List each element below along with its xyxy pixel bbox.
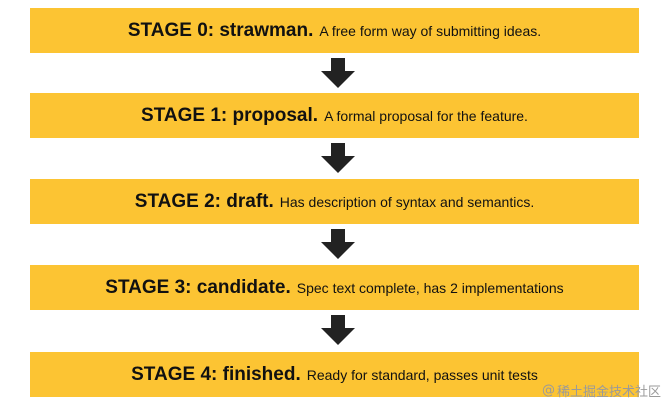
stage-3-description: Spec text complete, has 2 implementation… <box>296 279 564 296</box>
down-arrow-icon <box>321 143 355 173</box>
stage-3-label: STAGE 3: candidate. <box>105 276 291 298</box>
stage-4-description: Ready for standard, passes unit tests <box>306 366 538 383</box>
down-arrow-icon <box>321 315 355 345</box>
stage-4-box: STAGE 4: finished. Ready for standard, p… <box>30 352 639 397</box>
stage-1-label: STAGE 1: proposal. <box>141 104 319 126</box>
down-arrow-icon <box>321 58 355 88</box>
stage-1-box: STAGE 1: proposal. A formal proposal for… <box>30 93 639 138</box>
stage-0-box: STAGE 0: strawman. A free form way of su… <box>30 8 639 53</box>
stage-3-box: STAGE 3: candidate. Spec text complete, … <box>30 265 639 310</box>
stage-0-label: STAGE 0: strawman. <box>127 19 314 41</box>
stage-4-label: STAGE 4: finished. <box>131 363 301 385</box>
down-arrow-icon <box>321 229 355 259</box>
watermark: @ 稀土掘金技术社区 <box>542 381 661 400</box>
stage-1-description: A formal proposal for the feature. <box>324 107 528 124</box>
stage-0-description: A free form way of submitting ideas. <box>319 22 542 39</box>
watermark-at-symbol: @ <box>541 383 555 398</box>
stage-2-description: Has description of syntax and semantics. <box>279 193 535 210</box>
stage-2-label: STAGE 2: draft. <box>134 190 274 212</box>
stage-2-box: STAGE 2: draft. Has description of synta… <box>30 179 639 224</box>
watermark-text: 稀土掘金技术社区 <box>556 385 661 400</box>
